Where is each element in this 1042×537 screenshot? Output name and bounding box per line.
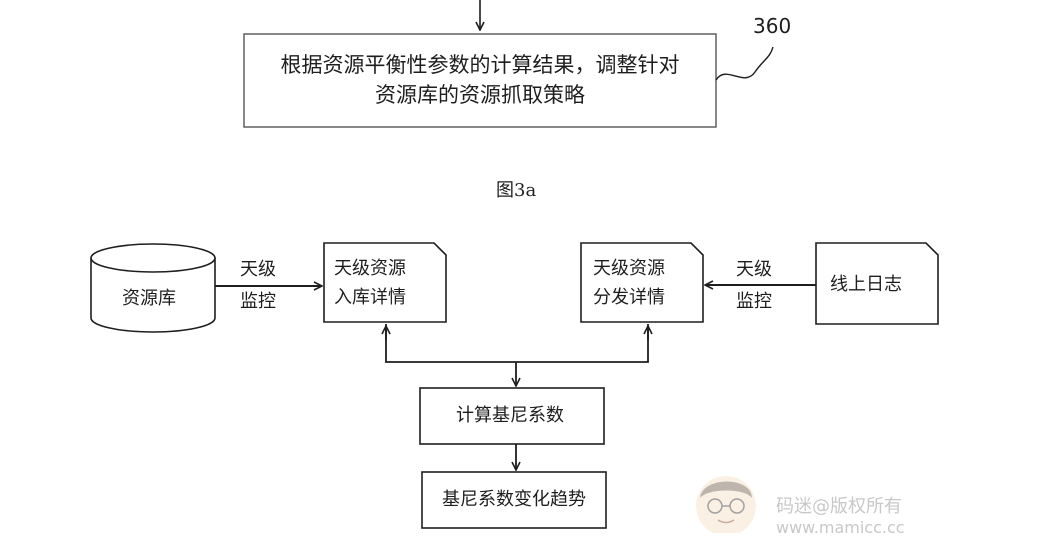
right-arrow-label-line2: 监控 [736,291,772,312]
step-360-line1: 根据资源平衡性参数的计算结果，调整针对 [280,53,680,77]
distribution-details-line1: 天级资源 [593,258,665,279]
distribution-details-line2: 分发详情 [593,287,665,308]
figure-caption: 图3a [496,180,537,201]
reference-number: 360 [753,14,792,38]
right-arrow-label-line1: 天级 [736,259,772,280]
storage-details-doc [323,242,447,323]
online-log-label: 线上日志 [830,274,902,295]
gini-trend-label: 基尼系数变化趋势 [442,489,586,510]
storage-details-line1: 天级资源 [334,258,406,279]
watermark-text: 码迷@版权所有 [776,496,902,517]
database-label: 资源库 [122,288,176,309]
bracket-connector [385,324,649,363]
watermark-url: www.mamicc.cc [776,518,905,537]
gini-box [419,387,605,445]
watermark-avatar [696,476,756,533]
ref-leader-line [715,46,774,81]
left-arrow-label-line1: 天级 [240,259,276,280]
step-360-box [243,33,717,128]
distribution-details-doc [580,242,704,323]
storage-details-line2: 入库详情 [334,287,406,308]
step-360-line2: 资源库的资源抓取策略 [375,83,585,107]
online-log-doc [815,242,939,325]
left-arrow-label-line2: 监控 [240,291,276,312]
gini-trend-box [421,471,607,529]
database-cylinder [90,243,216,333]
gini-label: 计算基尼系数 [456,405,564,426]
